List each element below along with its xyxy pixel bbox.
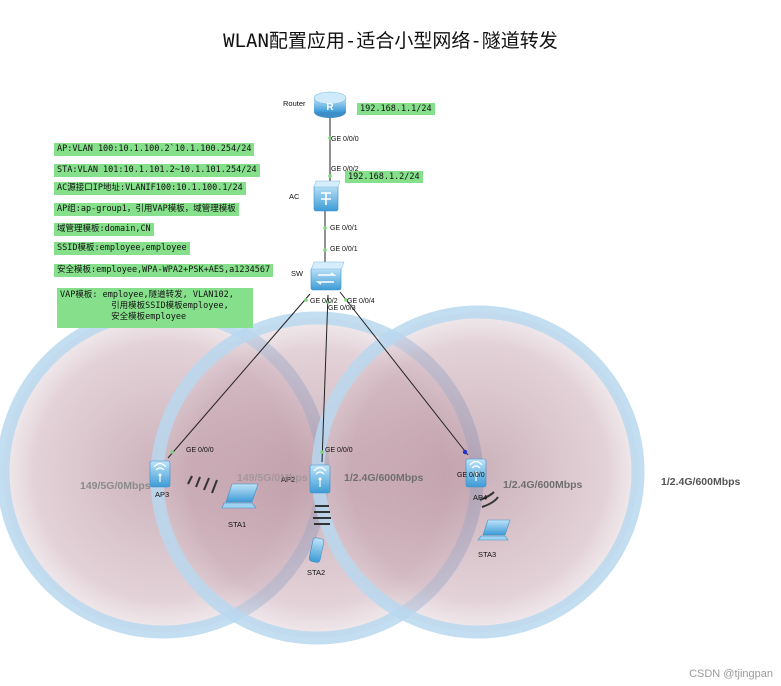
note-domain: 域管理模板:domain,CN [54, 223, 154, 236]
port-dot [326, 300, 330, 304]
svg-text:R: R [326, 102, 334, 113]
port-dot [304, 298, 308, 302]
port-label: GE 0/0/1 [330, 246, 358, 253]
laptop-icon[interactable] [221, 483, 259, 509]
port-label: GE 0/0/1 [330, 225, 358, 232]
link-sw-ap2 [321, 294, 329, 463]
ac-icon[interactable] [313, 180, 341, 212]
ac-label: AC [289, 192, 300, 201]
ac-ip-label: 192.168.1.2/24 [345, 171, 423, 183]
diagram-title: WLAN配置应用-适合小型网络-隧道转发 [223, 30, 558, 52]
signal-ap4-sta3 [479, 491, 499, 508]
watermark: CSDN @tjingpan [689, 668, 773, 680]
router-ip-label: 192.168.1.1/24 [357, 103, 435, 115]
port-label: GE 0/0/0 [325, 447, 353, 454]
port-dot [170, 450, 174, 454]
port-label: GE 0/0/0 [186, 447, 214, 454]
port-label: GE 0/0/2 [310, 298, 338, 305]
rate-ap3-overlap: 149/5G/0Mbps [237, 472, 308, 484]
port-dot [323, 248, 327, 252]
port-label: GE 0/0/4 [347, 298, 375, 305]
rate-ap2: 1/2.4G/600Mbps [344, 472, 424, 484]
note-sta-vlan: STA:VLAN 101:10.1.101.2~10.1.101.254/24 [54, 164, 260, 177]
ap3-icon[interactable] [149, 460, 171, 488]
switch-icon[interactable] [310, 261, 345, 291]
signal-ap2-sta2 [313, 505, 331, 525]
note-ac-source: AC源接口IP地址:VLANIF100:10.1.100.1/24 [54, 182, 246, 195]
port-dot [344, 298, 348, 302]
port-label: GE 0/0/0 [331, 136, 359, 143]
port-dot [328, 136, 332, 140]
port-dot [462, 449, 468, 455]
link-sw-ap3 [167, 293, 311, 459]
rate-ap4: 1/2.4G/600Mbps [503, 479, 583, 491]
signal-ap3-sta1 [187, 475, 218, 494]
ap2-label: AP2 [281, 475, 296, 484]
link-sw-ap4 [339, 291, 469, 456]
router-icon[interactable]: R [313, 91, 347, 118]
port-dot [320, 450, 324, 454]
note-security: 安全模板:employee,WPA-WPA2+PSK+AES,a1234567 [54, 264, 274, 277]
port-label: GE 0/0/2 [331, 166, 359, 173]
sta2-label: STA2 [307, 568, 326, 577]
note-ssid: SSID模板:employee,employee [54, 242, 190, 255]
sw-label: SW [291, 269, 304, 278]
router-label: Router [283, 99, 306, 108]
ap3-label: AP3 [155, 490, 170, 499]
phone-icon[interactable] [308, 537, 325, 563]
port-label: GE 0/0/0 [457, 472, 485, 479]
port-label: GE 0/0/3 [328, 305, 356, 312]
ap4-icon[interactable] [465, 458, 487, 488]
port-dot [323, 226, 327, 230]
note-vap: VAP模板: employee,隧道转发, VLAN102, 引用模板SSID模… [57, 288, 253, 328]
sta3-label: STA3 [478, 550, 497, 559]
rate-ap3: 149/5G/0Mbps [80, 480, 151, 492]
rate-outside: 1/2.4G/600Mbps [661, 476, 741, 488]
sta1-label: STA1 [228, 520, 247, 529]
note-ap-vlan: AP:VLAN 100:10.1.100.2`10.1.100.254/24 [54, 143, 255, 156]
port-dot [328, 174, 332, 178]
ap4-label: AP4 [473, 493, 488, 502]
laptop-icon[interactable] [477, 519, 511, 541]
note-ap-group: AP组:ap-group1，引用VAP模板，域管理模板 [54, 203, 239, 216]
ap2-icon[interactable] [309, 464, 331, 494]
